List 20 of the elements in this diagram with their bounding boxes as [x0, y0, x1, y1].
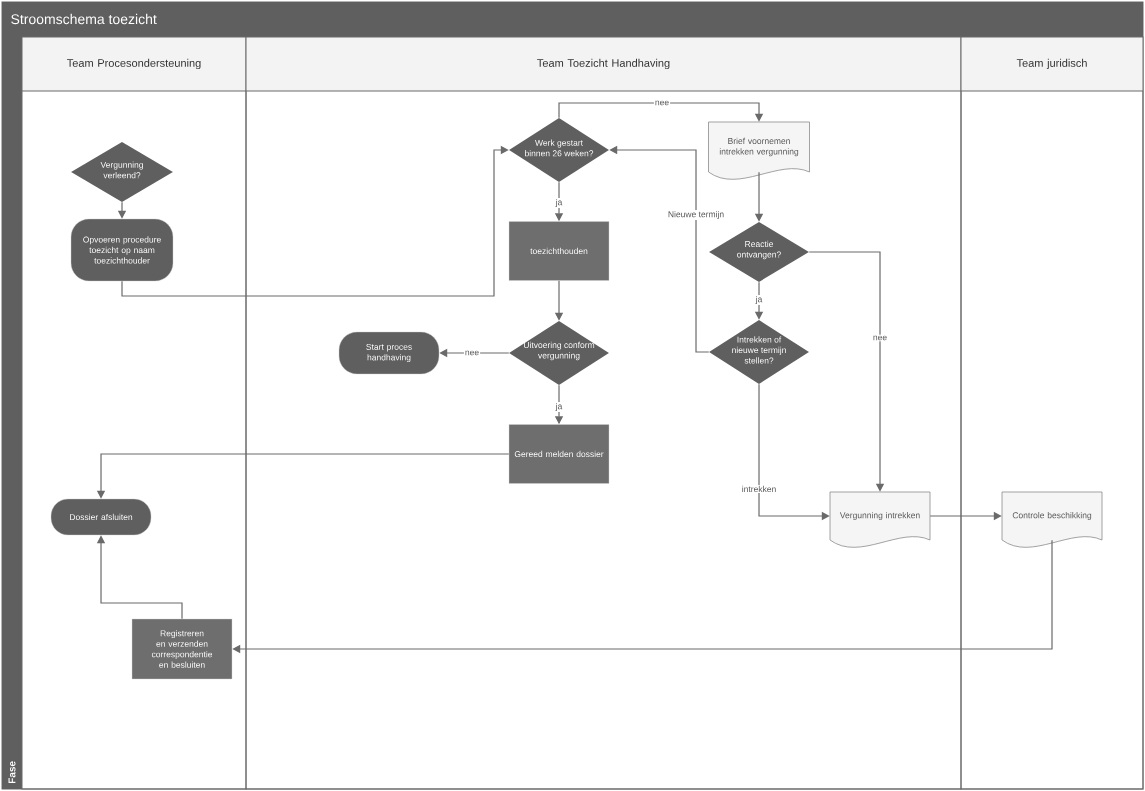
arrow — [232, 539, 1053, 654]
edge-label: nee — [653, 99, 671, 107]
arrow — [558, 102, 764, 122]
edge-label: ja — [754, 295, 764, 305]
edge-label: Nieuwe termijn — [666, 210, 726, 220]
arrow — [121, 145, 509, 297]
edge-label: ja — [554, 198, 564, 208]
edge-label: nee — [871, 334, 889, 342]
terminal-box: Opvoeren procedure toezicht op naam toezichthouder — [70, 218, 174, 282]
edge-label: intrekken — [740, 484, 778, 494]
process-box: Gereed melden dossier — [508, 424, 610, 484]
arrow — [96, 535, 183, 620]
phase-strip: Fase — [2, 37, 22, 789]
edge-label: ja — [554, 402, 564, 412]
edge-label: nee — [463, 349, 481, 357]
process-box: Registreren en verzenden correspondentie en besluiten — [131, 618, 233, 680]
terminal-box: Start proces handhaving — [338, 331, 440, 375]
arrow — [808, 251, 885, 492]
terminal-box: Dossier afsluiten — [50, 498, 152, 536]
process-box: toezichthouden — [508, 221, 610, 281]
